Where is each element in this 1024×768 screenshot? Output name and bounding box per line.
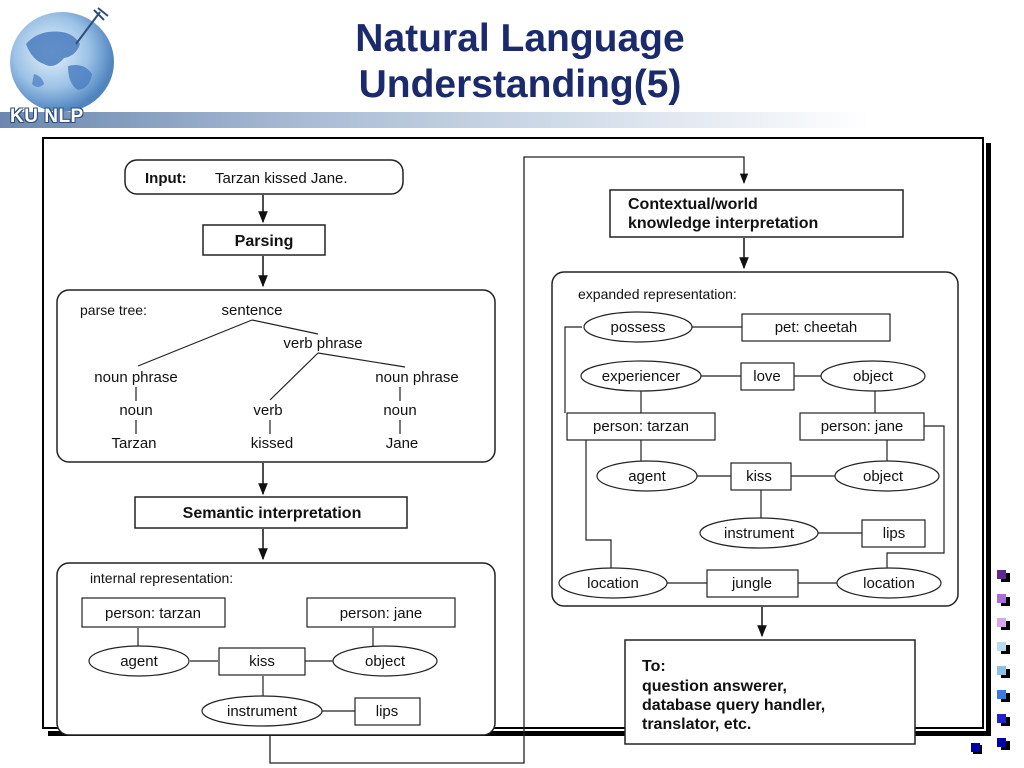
globe-logo-icon xyxy=(10,7,114,112)
decorative-squares xyxy=(994,568,1018,768)
expanded-object-mid: object xyxy=(863,468,904,485)
input-value: Tarzan kissed Jane. xyxy=(215,170,348,187)
flow-connector xyxy=(269,156,749,764)
internal-object: object xyxy=(365,653,406,670)
expanded-love: love xyxy=(753,368,781,385)
node-noun-phrase-left: noun phrase xyxy=(94,369,177,386)
contextual-line-2: knowledge interpretation xyxy=(628,215,818,232)
internal-person-jane: person: jane xyxy=(340,605,423,622)
contextual-line-1: Contextual/world xyxy=(628,196,758,213)
decorative-square xyxy=(997,666,1006,675)
output-line-1: To: xyxy=(642,658,666,675)
decorative-square xyxy=(997,738,1006,747)
parse-tree-box xyxy=(56,289,496,463)
parsing-box xyxy=(202,224,326,256)
frame-shadow xyxy=(48,143,991,736)
parsing-label: Parsing xyxy=(235,233,294,250)
decorative-square xyxy=(997,690,1006,699)
expanded-agent: agent xyxy=(628,468,666,485)
expanded-pet-cheetah: pet: cheetah xyxy=(775,319,858,336)
expanded-jungle: jungle xyxy=(731,575,772,592)
internal-agent: agent xyxy=(120,653,158,670)
expanded-location-right: location xyxy=(863,575,915,592)
node-verb: verb xyxy=(253,402,282,419)
decorative-square xyxy=(997,618,1006,627)
semantic-box xyxy=(134,496,408,529)
output-line-3: database query handler, xyxy=(642,697,825,714)
node-sentence: sentence xyxy=(222,302,283,319)
output-box xyxy=(624,639,916,745)
expanded-lips: lips xyxy=(883,525,906,542)
node-noun-left: noun xyxy=(119,402,152,419)
decorative-square xyxy=(997,570,1006,579)
title-line-1: Natural Language xyxy=(355,17,685,60)
parse-tree-label: parse tree: xyxy=(80,302,147,318)
expanded-edges xyxy=(564,326,945,584)
title-line-2: Understanding(5) xyxy=(358,63,682,106)
expanded-person-tarzan: person: tarzan xyxy=(593,418,689,435)
expanded-object-top: object xyxy=(853,368,894,385)
decorative-square-extra xyxy=(971,743,980,752)
semantic-label: Semantic interpretation xyxy=(183,505,362,522)
node-noun-right: noun xyxy=(383,402,416,419)
logo-gradient-bar xyxy=(0,112,1024,128)
logo-text: KU NLP xyxy=(10,106,84,127)
node-noun-phrase-right: noun phrase xyxy=(375,369,458,386)
expanded-label: expanded representation: xyxy=(578,286,737,302)
expanded-kiss: kiss xyxy=(746,468,772,485)
expanded-possess: possess xyxy=(610,319,665,336)
expanded-location-left: location xyxy=(587,575,639,592)
input-box xyxy=(124,159,404,195)
internal-edges xyxy=(137,628,374,712)
internal-label: internal representation: xyxy=(90,570,233,586)
decorative-square xyxy=(997,642,1006,651)
parse-tree-edges xyxy=(135,319,406,434)
expanded-instrument: instrument xyxy=(724,525,795,542)
expanded-person-jane: person: jane xyxy=(821,418,904,435)
internal-instrument: instrument xyxy=(227,703,298,720)
node-jane: Jane xyxy=(386,435,419,452)
output-line-2: question answerer, xyxy=(642,678,787,695)
internal-lips: lips xyxy=(376,703,399,720)
decorative-square xyxy=(997,594,1006,603)
node-tarzan: Tarzan xyxy=(111,435,156,452)
slide-title: Natural Language Understanding(5) xyxy=(300,16,740,108)
internal-person-tarzan: person: tarzan xyxy=(105,605,201,622)
output-line-4: translator, etc. xyxy=(642,716,751,733)
node-kissed: kissed xyxy=(251,435,294,452)
internal-kiss: kiss xyxy=(249,653,275,670)
node-verb-phrase: verb phrase xyxy=(283,335,362,352)
expanded-experiencer: experiencer xyxy=(602,368,680,385)
input-label: Input: xyxy=(145,170,187,187)
expanded-representation-box xyxy=(551,271,959,607)
decorative-square xyxy=(997,714,1006,723)
contextual-box xyxy=(609,189,904,238)
